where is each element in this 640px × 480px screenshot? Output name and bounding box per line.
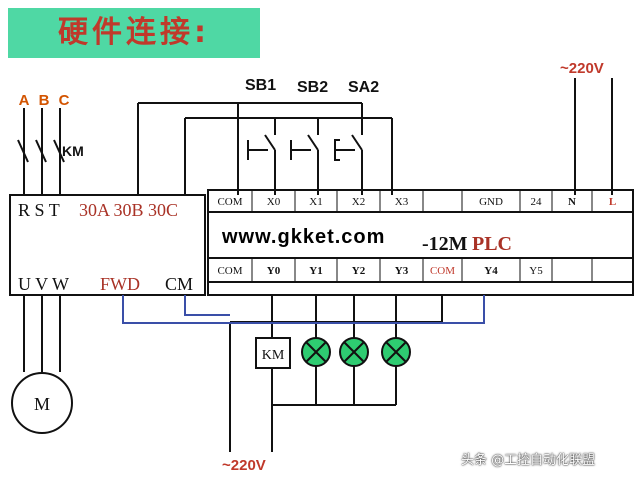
switch-sb1-label: SB1 xyxy=(245,77,276,94)
sa2-contact xyxy=(351,134,363,151)
switch-sa2-label: SA2 xyxy=(348,79,379,96)
lamp-y3 xyxy=(381,337,411,367)
inverter-fwd-terminal: FWD xyxy=(100,274,140,294)
inverter-cm-terminal: CM xyxy=(165,274,193,294)
plc-output-terminal: Y4 xyxy=(484,265,498,277)
plc-input-terminal: N xyxy=(568,196,576,208)
plc-box xyxy=(207,189,634,296)
km-contact-c xyxy=(53,139,65,163)
km-coil-box xyxy=(255,337,291,369)
plc-output-terminal: Y1 xyxy=(309,265,322,277)
lamp-y1 xyxy=(301,337,331,367)
plc-input-terminals: COM X0 X1 X2 X3 GND 24 N L xyxy=(217,196,616,208)
watermark: www.gkket.com xyxy=(222,226,386,248)
sb2-contact xyxy=(307,134,319,151)
cm-wire xyxy=(184,295,230,316)
plc-input-terminal: L xyxy=(609,196,616,208)
plc-input-terminal: X1 xyxy=(309,196,322,208)
inverter-input-terminals: R S T xyxy=(18,200,60,220)
phase-c-label: C xyxy=(59,92,70,109)
plc-brand-label: PLC xyxy=(472,233,512,255)
plc-output-terminal: COM xyxy=(217,265,242,277)
plc-output-terminal: Y2 xyxy=(352,265,366,277)
km-contact-b xyxy=(35,139,47,163)
plc-input-terminal: COM xyxy=(217,196,242,208)
supply-top-label: ~220V xyxy=(560,60,604,77)
sb1-contact xyxy=(264,134,276,151)
phase-a-label: A xyxy=(19,92,30,109)
fwd-wire xyxy=(122,295,485,324)
km-label: KM xyxy=(62,143,84,159)
plc-output-terminal: Y5 xyxy=(529,265,543,277)
plc-input-terminal: X3 xyxy=(395,196,409,208)
motor-label: M xyxy=(34,394,50,414)
phase-b-label: B xyxy=(39,92,50,109)
inverter-relay-terminals: 30A 30B 30C xyxy=(79,200,178,220)
plc-output-terminal: COM xyxy=(430,265,455,277)
plc-model-label: -12M xyxy=(422,233,468,255)
motor-symbol xyxy=(11,372,73,434)
plc-output-terminal: Y3 xyxy=(395,265,409,277)
page-title: 硬件连接: xyxy=(8,8,260,58)
switch-sb2-label: SB2 xyxy=(297,79,328,96)
lamp-y2 xyxy=(339,337,369,367)
plc-input-terminal: 24 xyxy=(531,196,543,208)
supply-bottom-label: ~220V xyxy=(222,457,266,474)
plc-input-terminal: X2 xyxy=(352,196,365,208)
plc-input-terminal: X0 xyxy=(267,196,281,208)
plc-output-terminals: COM Y0 Y1 Y2 Y3 COM Y4 Y5 xyxy=(217,265,543,277)
inverter-output-terminals: U V W xyxy=(18,274,69,294)
plc-output-terminal: Y0 xyxy=(267,265,281,277)
km-contact-a xyxy=(17,139,29,163)
credit-text: 头条 @工控自动化联盟 xyxy=(461,453,596,468)
km-coil-label: KM xyxy=(262,348,285,363)
plc-input-terminal: GND xyxy=(479,196,503,208)
inverter-box xyxy=(9,194,206,296)
